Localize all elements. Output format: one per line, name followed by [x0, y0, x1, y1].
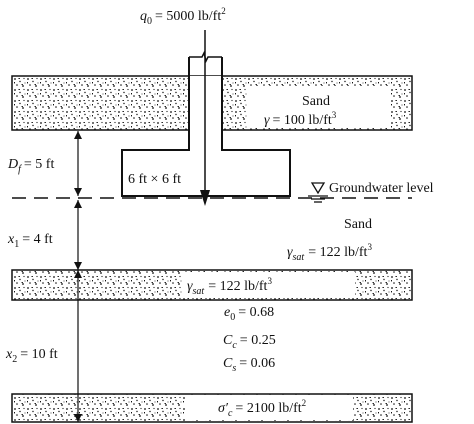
- x1-arrow-bottom: [74, 262, 82, 270]
- clay-e0-label: e0= 0.68: [224, 305, 274, 323]
- footing-size-label: 6 ft × 6 ft: [128, 172, 181, 187]
- clay-bottom-label-area: [185, 396, 353, 420]
- df-arrow-bottom: [74, 188, 82, 196]
- df-arrow-top: [74, 131, 82, 139]
- groundwater-label: Groundwater level: [329, 181, 434, 196]
- upper-sand-label-area: [248, 86, 390, 128]
- upper-sand-name: Sand: [302, 94, 330, 109]
- df-label: Df= 5 ft: [7, 157, 54, 175]
- x2-arrow-bottom: [74, 414, 82, 422]
- clay-cs-label: Cs= 0.06: [223, 356, 275, 374]
- load-label: q0= 5000 lb/ft2: [140, 6, 226, 27]
- clay-gamma-label: γsat= 122 lb/ft3: [187, 276, 272, 297]
- x2-label: x2= 10 ft: [5, 347, 58, 365]
- x1-arrow-top: [74, 200, 82, 208]
- clay-cc-label: Cc= 0.25: [223, 333, 276, 351]
- load-arrow-head: [200, 190, 210, 206]
- water-table-icon: [308, 182, 328, 203]
- x1-label: x1= 4 ft: [7, 232, 53, 250]
- upper-sand-unit-weight: γ= 100 lb/ft3: [264, 110, 337, 128]
- lower-sand-name: Sand: [344, 217, 372, 232]
- x2-arrow-top: [74, 270, 82, 278]
- clay-top-label-area: [183, 272, 355, 298]
- clay-sigma-label: σ′c= 2100 lb/ft2: [218, 398, 306, 419]
- lower-sand-unit-weight: γsat= 122 lb/ft3: [287, 242, 372, 263]
